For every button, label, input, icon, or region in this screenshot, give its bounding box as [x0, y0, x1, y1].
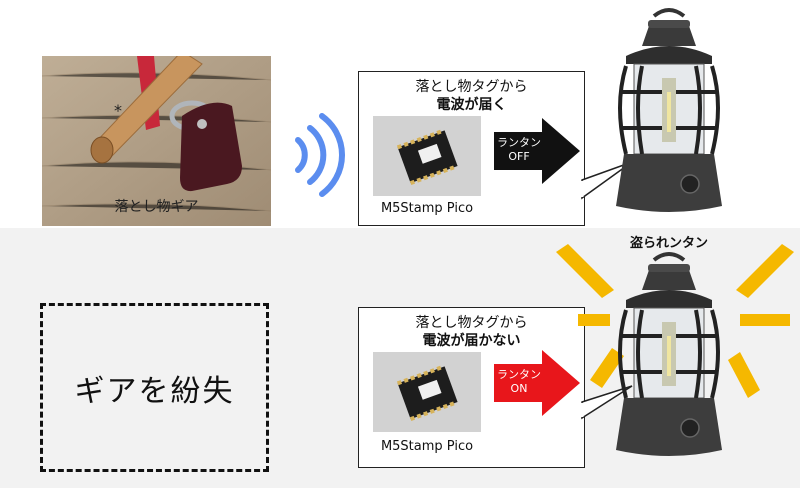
stolen-lantern-title: 盗られンタン: [629, 236, 708, 251]
glow-rays: [556, 244, 794, 398]
callout-tail-bottom: [580, 385, 633, 420]
lantern-on: [616, 252, 722, 456]
m5stamp-photo: [373, 116, 481, 196]
arrow-on-label: ランタン ON: [494, 368, 544, 396]
module-label: M5Stamp Pico: [380, 439, 474, 454]
photo-caption: 落とし物ギア: [114, 199, 199, 215]
svg-text:*: *: [114, 101, 122, 120]
arrow-on: [494, 350, 580, 416]
arrow-off-label-line2: OFF: [508, 150, 530, 163]
arrow-on-label-line1: ランタン: [497, 368, 541, 381]
box-title-line1: 落とし物タグから: [415, 315, 528, 331]
lost-gear-text: ギアを紛失: [74, 373, 235, 409]
m5stamp-photo: [373, 352, 481, 432]
tag-out-of-range-box: 落とし物タグから 電波が届かない M5Stamp Pico ランタン: [358, 307, 585, 468]
arrow-off-label: ランタン OFF: [494, 136, 544, 164]
arrow-off: [494, 118, 580, 184]
module-label: M5Stamp Pico: [380, 201, 474, 216]
box-title-line2: 電波が届く: [436, 97, 507, 113]
callout-tail-top: [580, 161, 633, 200]
arrow-on-label-line2: ON: [510, 382, 528, 395]
signal-icon: [295, 113, 346, 197]
lantern-off: [616, 8, 722, 212]
box-title-line2: 電波が届かない: [422, 333, 521, 349]
tag-in-range-box: 落とし物タグから 電波が届く M5Stamp Pico ランタン: [358, 71, 585, 226]
box-title-line1: 落とし物タグから: [415, 79, 528, 95]
arrow-off-label-line1: ランタン: [497, 136, 541, 149]
gear-photo: * 落とし物ギア: [42, 56, 271, 226]
lost-gear-box: ギアを紛失: [40, 303, 269, 472]
